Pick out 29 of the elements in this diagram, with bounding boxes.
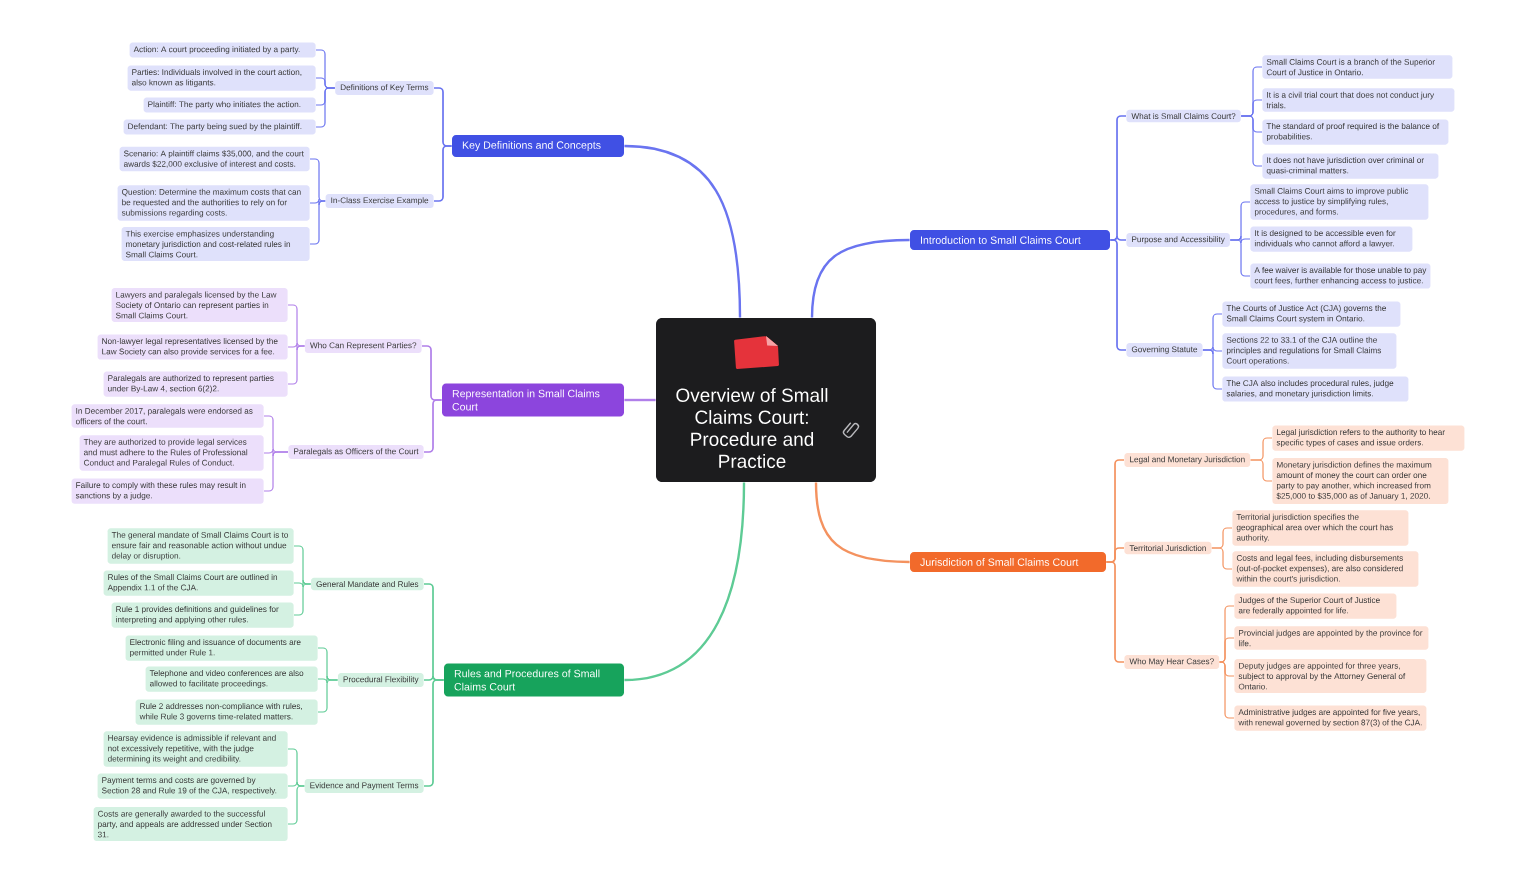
connector-line xyxy=(624,398,656,402)
connector-line xyxy=(1250,459,1273,482)
connector-line xyxy=(423,679,445,787)
connector-line xyxy=(1219,637,1235,663)
topic-box: Overview of Small Claims Court: Procedure and Practice xyxy=(656,318,876,482)
connector-line xyxy=(1109,235,1127,241)
connector-line xyxy=(309,200,326,245)
connector-line xyxy=(624,482,746,682)
connector-line xyxy=(315,87,336,128)
connector-line xyxy=(1219,661,1235,719)
connector-line xyxy=(287,785,305,825)
connector-line xyxy=(1105,561,1125,663)
connector-line xyxy=(814,482,910,564)
connector-line xyxy=(287,781,305,787)
connector-line xyxy=(624,144,742,318)
connector-line xyxy=(1109,239,1127,351)
connector-line xyxy=(1211,547,1233,570)
connector-line xyxy=(263,451,289,492)
connector-line xyxy=(287,345,306,385)
connector-line xyxy=(293,583,312,616)
connector-line xyxy=(287,304,306,347)
connector-line xyxy=(810,238,910,318)
connector-line xyxy=(309,198,326,206)
connector-line xyxy=(1202,349,1223,390)
connector-line xyxy=(317,679,339,713)
connector-line xyxy=(309,158,326,202)
connector-line xyxy=(1229,239,1251,277)
connector-line xyxy=(293,579,312,588)
connector-line xyxy=(1240,115,1263,167)
